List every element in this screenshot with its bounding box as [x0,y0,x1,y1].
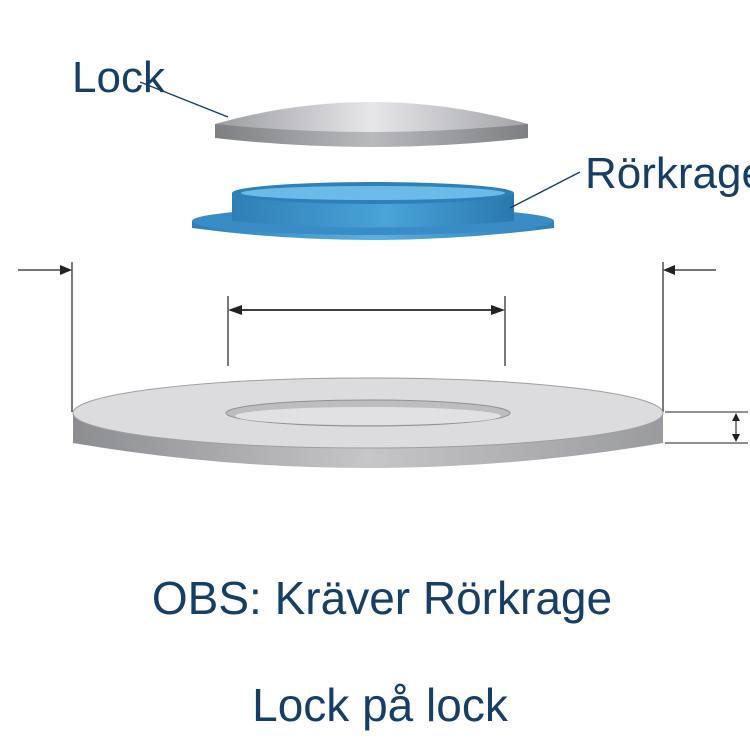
base-plate [72,377,664,468]
lid-leader-line [139,81,229,118]
product-caption: Lock på lock [252,679,509,731]
requirement-note: OBS: Kräver Rörkrage [152,572,612,624]
outer-diameter-dimension [18,262,716,412]
collar-part [192,182,554,240]
lid-label: Lock [72,53,166,102]
collar-leader-line [509,171,581,209]
collar-label: Rörkrage [585,149,750,198]
inner-diameter-dimension [227,296,506,366]
thickness-dimension [665,411,748,444]
lid-part [215,102,528,147]
